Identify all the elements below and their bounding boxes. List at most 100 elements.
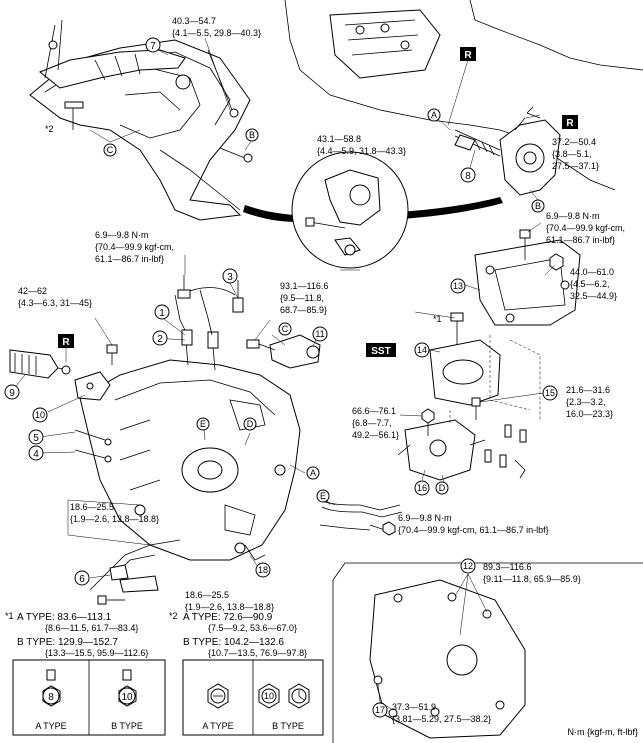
letter-B-right: B <box>531 199 545 213</box>
callout-5: 5 <box>28 429 44 445</box>
mount-11 <box>269 334 321 369</box>
subframe-bolt <box>64 101 84 130</box>
svg-text:4: 4 <box>33 449 39 460</box>
svg-text:*1: *1 <box>5 611 14 621</box>
svg-text:32.5—44.9}: 32.5—44.9} <box>570 291 617 301</box>
svg-text:13: 13 <box>453 281 463 291</box>
svg-text:{70.4—99.9 kgf-cm, 61.1—86.7 i: {70.4—99.9 kgf-cm, 61.1—86.7 in-lbf} <box>398 525 549 535</box>
svg-text:R: R <box>464 50 472 61</box>
bolt-head-8: 8 <box>48 692 54 703</box>
svg-text:B TYPE: 104.2—132.6: B TYPE: 104.2—132.6 <box>183 637 284 648</box>
svg-text:{4.5—6.2,: {4.5—6.2, <box>570 279 610 289</box>
mount-bracket-13 <box>474 239 581 326</box>
svg-text:A TYPE: A TYPE <box>202 721 233 731</box>
svg-text:7: 7 <box>150 41 156 52</box>
torque-18-25-upper: 18.6—25.5 {1.9—2.6, 13.8—18.8} <box>70 502 159 524</box>
replace-mark-R-right: R <box>562 115 578 129</box>
svg-text:10: 10 <box>35 410 45 420</box>
callout-1: 1 <box>154 304 170 320</box>
svg-text:{70.4—99.9 kgf-cm,: {70.4—99.9 kgf-cm, <box>546 223 625 233</box>
svg-text:{1.9—2.6, 13.8—18.8}: {1.9—2.6, 13.8—18.8} <box>70 514 159 524</box>
svg-text:D: D <box>439 483 446 493</box>
stabilizer-link <box>207 49 239 118</box>
svg-text:68.7—85.9}: 68.7—85.9} <box>280 305 327 315</box>
torque-21-31: 21.6—31.6 {2.3—3.2, 16.0—23.3} <box>566 385 613 419</box>
svg-text:6.9—9.8 N·m: 6.9—9.8 N·m <box>546 211 600 221</box>
units-note: N·m {kgf-m, ft-lbf} <box>567 727 638 737</box>
svg-text:5: 5 <box>33 433 39 444</box>
shift-cable-bracket-10 <box>74 371 111 401</box>
svg-text:{7.5—9.2, 53.6—67.0}: {7.5—9.2, 53.6—67.0} <box>208 623 297 633</box>
svg-text:37.3—51.9: 37.3—51.9 <box>392 702 436 712</box>
torque-6-9-top: 6.9—9.8 N·m {70.4—99.9 kgf-cm, 61.1—86.7… <box>546 211 625 245</box>
bolt-head-10: 10 <box>121 692 133 703</box>
svg-text:{4.1—5.5, 29.8—40.3}: {4.1—5.5, 29.8—40.3} <box>172 28 261 38</box>
mount-nut-44 <box>549 253 564 271</box>
svg-text:E: E <box>320 491 326 501</box>
svg-text:6.9—9.8 N·m: 6.9—9.8 N·m <box>95 230 149 240</box>
svg-text:{2.3—3.2,: {2.3—3.2, <box>566 397 606 407</box>
svg-text:11: 11 <box>315 329 324 339</box>
letter-C-center: C <box>278 322 292 336</box>
svg-text:A TYPE: A TYPE <box>35 721 66 731</box>
svg-text:37.2—50.4: 37.2—50.4 <box>552 137 596 147</box>
legend-star1: *1 A TYPE: 83.6—113.1 {8.6—11.5, 61.7—83… <box>5 611 148 658</box>
leader-lines <box>15 37 556 601</box>
svg-text:B: B <box>249 130 255 140</box>
svg-text:{70.4—99.9 kgf-cm,: {70.4—99.9 kgf-cm, <box>95 242 174 252</box>
mount-bolt-top <box>519 229 531 260</box>
svg-text:6: 6 <box>79 574 85 585</box>
svg-text:18: 18 <box>258 565 268 575</box>
letter-A-top: A <box>427 108 441 122</box>
svg-text:C: C <box>107 145 114 155</box>
callout-6: 6 <box>74 570 90 586</box>
lower-arm-bolt <box>219 147 253 163</box>
mount-bolt-66 <box>421 408 435 436</box>
svg-text:B TYPE: 129.9—152.7: B TYPE: 129.9—152.7 <box>17 637 118 648</box>
svg-text:R: R <box>62 337 70 348</box>
callout-8: 8 <box>460 167 476 183</box>
transaxle-case <box>79 359 301 561</box>
letter-E-center: E <box>196 417 210 431</box>
drive-shaft-9 <box>9 349 71 379</box>
svg-text:*2: *2 <box>169 611 178 621</box>
svg-text:B TYPE: B TYPE <box>111 721 143 731</box>
letter-D-right: D <box>435 481 449 495</box>
callout-9: 9 <box>4 384 20 400</box>
letter-E-right: E <box>316 489 330 503</box>
svg-text:44.0—61.0: 44.0—61.0 <box>570 267 614 277</box>
callout-11: 11 <box>312 326 328 342</box>
svg-text:9: 9 <box>9 388 15 399</box>
svg-text:A: A <box>310 468 316 478</box>
callout-13: 13 <box>450 278 466 294</box>
svg-text:{13.3—15.5, 95.9—112.6}: {13.3—15.5, 95.9—112.6} <box>45 648 148 658</box>
replace-mark-R-left: R <box>58 334 74 348</box>
svg-text:18.6—25.5: 18.6—25.5 <box>185 590 229 600</box>
bolt-42-62 <box>106 344 118 365</box>
bolt-head-10-b: 10 <box>264 691 274 701</box>
svg-text:93.1—116.6: 93.1—116.6 <box>280 281 328 291</box>
svg-text:3: 3 <box>227 272 233 283</box>
letter-D-center: D <box>243 417 257 431</box>
callout-17: 17 <box>372 702 388 718</box>
letter-C-left: C <box>103 143 117 157</box>
callout-2: 2 <box>152 330 168 346</box>
steering-gear <box>39 19 191 90</box>
svg-text:15: 15 <box>545 388 555 398</box>
star1-mark-mount: *1 <box>433 314 442 324</box>
svg-text:42—62: 42—62 <box>18 286 47 296</box>
svg-text:B TYPE: B TYPE <box>272 721 304 731</box>
steering-knuckle <box>499 117 561 196</box>
torque-37-51: 37.3—51.9 {3.81—5.29, 27.5—38.2} <box>392 702 491 724</box>
svg-text:6.9—9.8 N·m: 6.9—9.8 N·m <box>398 513 452 523</box>
svg-text:E: E <box>200 419 206 429</box>
cotter-pin <box>526 106 541 119</box>
svg-text:21.6—31.6: 21.6—31.6 <box>566 385 610 395</box>
torque-43-58: 43.1—58.8 {4.4—5.9, 31.8—43.3} <box>317 134 406 156</box>
svg-text:SST: SST <box>371 346 390 357</box>
svg-text:{4.4—5.9, 31.8—43.3}: {4.4—5.9, 31.8—43.3} <box>317 146 406 156</box>
svg-text:{9.5—11.8,: {9.5—11.8, <box>280 293 324 303</box>
torque-66-76: 66.6—76.1 {6.8—7.7, 49.2—56.1} <box>352 406 399 440</box>
svg-text:18.6—25.5: 18.6—25.5 <box>70 502 114 512</box>
